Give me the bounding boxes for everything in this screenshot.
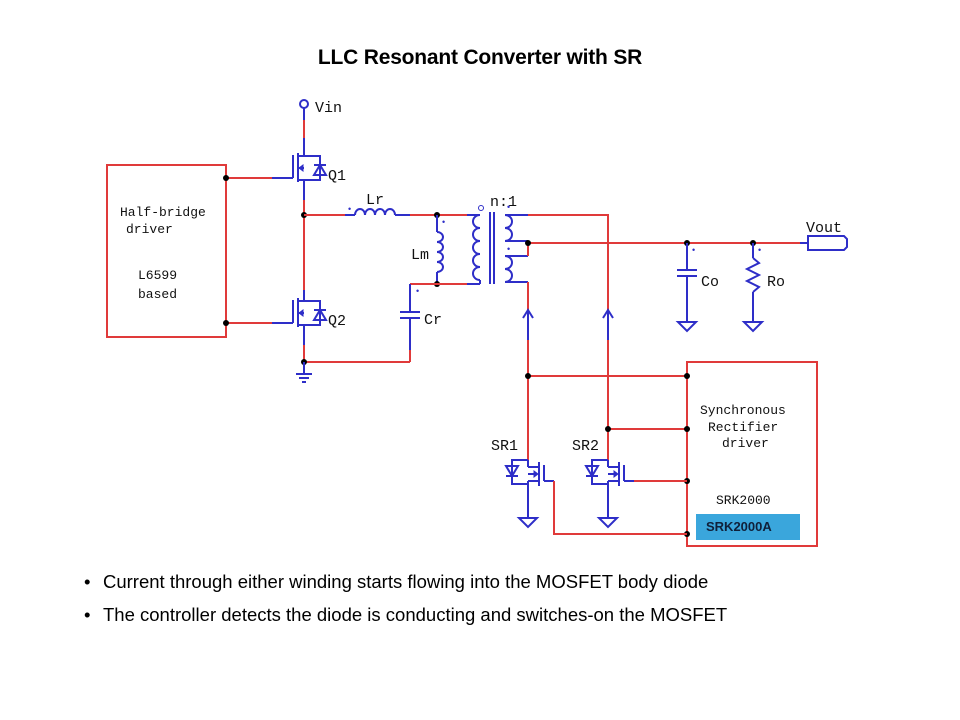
sr2-mosfet-icon [584,459,634,529]
svg-text:•: • [416,286,419,296]
turns-ratio-label: n:1 [490,194,517,211]
bullet-list: • Current through either winding starts … [84,570,904,636]
q2-mosfet-icon [272,298,328,327]
svg-text:•: • [692,245,695,255]
q1-label: Q1 [328,168,346,185]
hb-driver-label-2: driver [126,222,173,237]
bullet-dot-icon: • [84,604,91,625]
bullet-item: • Current through either winding starts … [84,570,904,593]
cr-label: Cr [424,312,442,329]
bullet-item: • The controller detects the diode is co… [84,603,904,626]
svg-text:•: • [442,217,445,227]
ro-label: Ro [767,274,785,291]
svg-text:•: • [507,244,510,254]
cr-capacitor-icon: • [400,284,420,350]
srk2000a-badge: SRK2000A [696,514,800,540]
q2-label: Q2 [328,313,346,330]
sr1-label: SR1 [491,438,518,455]
co-label: Co [701,274,719,291]
sr-driver-label-1: Synchronous [700,403,786,418]
sr-driver-label-3: driver [722,436,769,451]
current-arrow-icon [602,308,614,340]
sr-driver-label-2: Rectifier [708,420,778,435]
vin-terminal: Vin [299,99,342,120]
q1-mosfet-icon [272,153,328,182]
bullet-text: The controller detects the diode is cond… [103,604,728,625]
lm-inductor-icon: • [436,215,445,284]
co-capacitor-icon: • [675,243,699,333]
svg-text:•: • [348,204,351,214]
ro-resistor-icon: • [741,243,765,333]
sr-driver-part-label: SRK2000 [716,493,771,508]
sr1-mosfet-icon [504,459,554,529]
current-arrow-icon [522,308,534,340]
hb-driver-label-4: based [138,287,177,302]
vout-terminal-icon [800,235,848,251]
half-bridge-driver-block: Half-bridge driver L6599 based [106,164,227,338]
vin-label: Vin [315,100,342,117]
slide-title: LLC Resonant Converter with SR [317,46,643,69]
transformer-icon: • • [467,202,528,285]
hb-driver-label-3: L6599 [138,268,177,283]
svg-text:•: • [758,245,761,255]
bullet-dot-icon: • [84,571,91,592]
sr2-label: SR2 [572,438,599,455]
svg-text:•: • [507,202,510,212]
lr-inductor-icon: • [345,204,410,216]
hb-driver-label-1: Half-bridge [120,205,206,220]
ground-icon [296,362,312,383]
bullet-text: Current through either winding starts fl… [103,571,709,592]
lm-label: Lm [411,247,429,264]
lr-label: Lr [366,192,384,209]
vout-label: Vout [806,220,842,237]
